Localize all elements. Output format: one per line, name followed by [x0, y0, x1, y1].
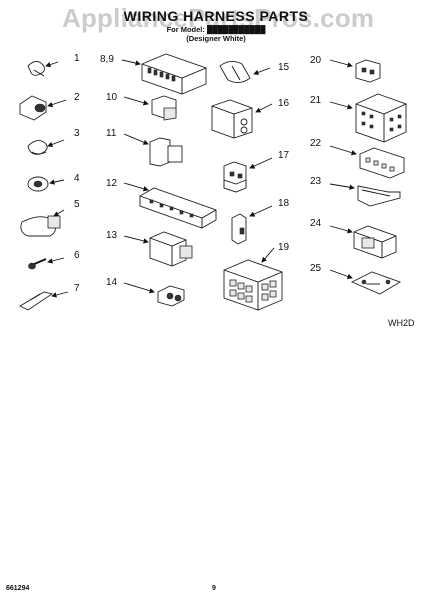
- part-13-plug-housing[interactable]: 13: [106, 230, 193, 267]
- diagram-code: WH2D: [388, 318, 415, 328]
- part-10-terminal-block[interactable]: 10: [106, 92, 177, 121]
- callout-14: 14: [106, 277, 118, 288]
- part-5-cable-clamp[interactable]: 5: [20, 199, 80, 237]
- callout-22: 22: [310, 138, 322, 149]
- part-23-flat-connector[interactable]: 23: [310, 176, 401, 207]
- part-11-plug-housing[interactable]: 11: [106, 128, 183, 167]
- callout-18: 18: [278, 198, 290, 209]
- callout-17: 17: [278, 150, 290, 161]
- callout-2: 2: [74, 92, 80, 103]
- part-21-large-housing[interactable]: 21: [310, 93, 407, 143]
- color-line: (Designer White): [186, 34, 246, 43]
- part-12-long-connector[interactable]: 12: [106, 178, 217, 229]
- part-14-connector[interactable]: 14: [106, 277, 185, 307]
- callout-3: 3: [74, 128, 80, 139]
- callout-8-9: 8,9: [100, 54, 114, 65]
- part-17-switch-connector[interactable]: 17: [223, 150, 290, 193]
- callout-25: 25: [310, 263, 322, 274]
- part-24-receptacle[interactable]: 24: [310, 218, 397, 259]
- part-20-small-connector[interactable]: 20: [310, 55, 381, 83]
- callout-6: 6: [74, 250, 80, 261]
- part-18-terminal[interactable]: 18: [231, 198, 290, 245]
- callout-1: 1: [74, 53, 80, 64]
- callout-12: 12: [106, 178, 118, 189]
- callout-4: 4: [74, 173, 80, 184]
- part-25-mounting-plate[interactable]: 25: [310, 263, 402, 295]
- callout-10: 10: [106, 92, 118, 103]
- page-title: WIRING HARNESS PARTS: [123, 8, 309, 24]
- page-number: 9: [212, 585, 216, 592]
- part-3-wire-clip[interactable]: 3: [27, 128, 80, 155]
- part-22-connector-block[interactable]: 22: [310, 138, 405, 179]
- callout-13: 13: [106, 230, 118, 241]
- callout-11: 11: [106, 128, 117, 139]
- part-6-screw[interactable]: 6: [28, 250, 81, 270]
- callout-16: 16: [278, 98, 290, 109]
- part-8-9-connector-housing[interactable]: 8,9: [100, 53, 207, 95]
- part-7-strain-relief[interactable]: 7: [19, 283, 80, 311]
- part-4-grommet[interactable]: 4: [27, 173, 80, 192]
- watermark: AppliancePartsPros.com: [62, 3, 375, 33]
- callout-21: 21: [310, 95, 322, 106]
- callout-19: 19: [278, 242, 290, 253]
- doc-number: 661294: [6, 585, 30, 592]
- part-19-multi-pin-housing[interactable]: 19: [223, 242, 290, 311]
- callout-5: 5: [74, 199, 80, 210]
- part-2-bracket[interactable]: 2: [19, 92, 80, 121]
- callout-20: 20: [310, 55, 322, 66]
- callout-24: 24: [310, 218, 322, 229]
- model-line: For Model: ███████████: [166, 25, 266, 34]
- part-16-receptacle[interactable]: 16: [211, 98, 290, 139]
- callout-7: 7: [74, 283, 80, 294]
- callout-15: 15: [278, 62, 290, 73]
- part-1-clip[interactable]: 1: [27, 53, 80, 77]
- part-15-cover[interactable]: 15: [219, 61, 290, 83]
- callout-23: 23: [310, 176, 322, 187]
